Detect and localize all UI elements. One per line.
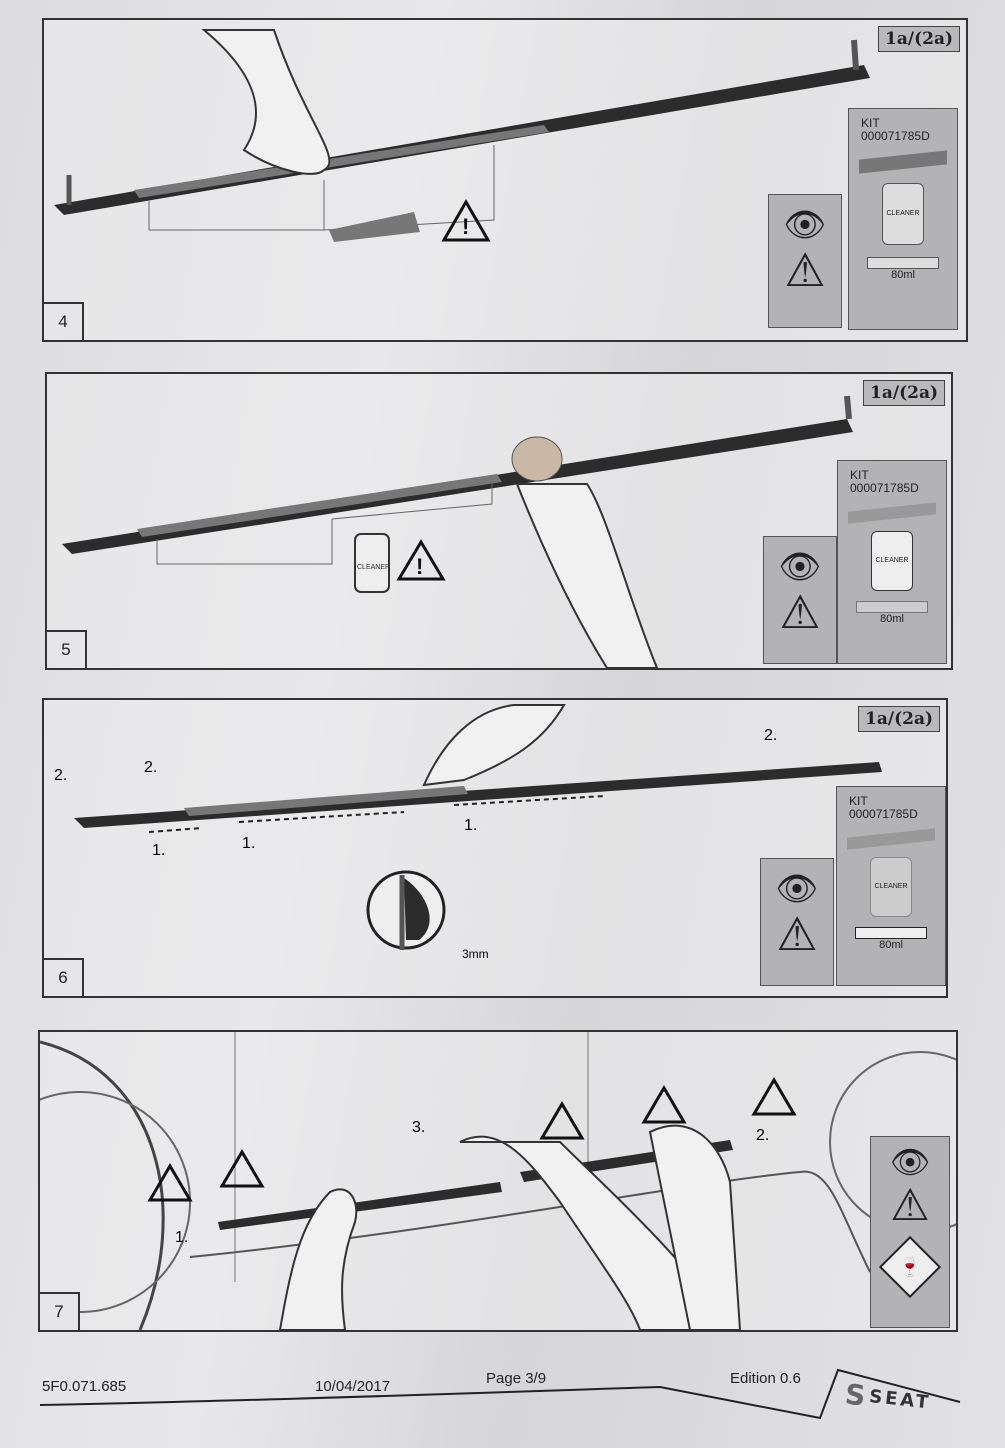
step-number: 6 <box>42 958 84 998</box>
step-number: 4 <box>42 302 84 342</box>
reference-label: 1a/(2a) <box>878 26 960 52</box>
eye-icon: 👁 <box>775 870 819 908</box>
kit-box: KIT 000071785D CLEANER 80ml <box>848 108 958 330</box>
step-5-illustration: CLEANER ! <box>62 395 853 668</box>
step-4-panel: ! 1a/(2a) 👁 ⚠ KIT 000071785D CLEANER 80m… <box>42 18 968 342</box>
cleaner-bottle-icon: CLEANER <box>870 857 912 917</box>
tube-volume: 80ml <box>879 939 903 951</box>
warning-icon: ⚠ <box>890 1181 930 1230</box>
step-label: 2. <box>764 727 777 744</box>
tube-volume: 80ml <box>891 269 915 281</box>
step-label: 1. <box>152 842 165 859</box>
reference-label: 1a/(2a) <box>863 380 945 406</box>
document-date: 10/04/2017 <box>315 1378 391 1395</box>
reference-label: 1a/(2a) <box>858 706 940 732</box>
kit-label: KIT <box>850 468 869 482</box>
kit-number: 000071785D <box>850 481 919 495</box>
brand-name: SEAT <box>868 1386 933 1414</box>
step-number: 5 <box>45 630 87 670</box>
step-label: 2. <box>756 1127 769 1144</box>
warning-icon: ⚠ <box>776 908 818 960</box>
step-label: 3. <box>412 1119 425 1136</box>
bottle-label: CLEANER <box>886 210 920 217</box>
step-label: 1. <box>175 1229 188 1246</box>
eye-icon: 👁 <box>778 548 822 586</box>
step-6-panel: 2. 2. 2. 1. 1. 1. 3mm 1a/(2a) 👁 ⚠ KIT 00… <box>42 698 948 998</box>
svg-text:!: ! <box>462 214 469 239</box>
svg-text:!: ! <box>416 554 423 579</box>
kit-label: KIT <box>861 116 880 130</box>
eye-icon: 👁 <box>889 1144 931 1180</box>
step-6-illustration: 2. 2. 2. 1. 1. 1. 3mm <box>54 704 882 961</box>
step-7-illustration: 1. 2. 3. <box>40 1032 956 1330</box>
kit-number: 000071785D <box>849 807 918 821</box>
kit-number: 000071785D <box>861 129 930 143</box>
gap-dimension: 3mm <box>462 947 489 961</box>
adhesive-tube-icon <box>867 257 939 269</box>
footer-line <box>39 1368 961 1420</box>
kit-box: KIT 000071785D CLEANER 80ml <box>837 460 947 664</box>
kit-box: KIT 000071785D CLEANER 80ml <box>836 786 946 986</box>
tube-volume: 80ml <box>880 613 904 625</box>
cleaning-cloth-icon <box>848 502 936 524</box>
step-label: 2. <box>54 767 67 784</box>
caution-box: 👁 ⚠ <box>763 536 837 664</box>
part-number: 5F0.071.685 <box>42 1378 127 1395</box>
step-7-panel: 1. 2. 3. 👁 ⚠ 🍷 7 <box>38 1030 958 1332</box>
kit-label: KIT <box>849 794 868 808</box>
step-label: 1. <box>464 817 477 834</box>
page-number: Page 3/9 <box>486 1370 547 1387</box>
adhesive-tube-icon <box>856 601 928 613</box>
step-number: 7 <box>38 1292 80 1332</box>
step-5-panel: CLEANER ! 1a/(2a) 👁 ⚠ KIT 000071785D CLE… <box>45 372 953 670</box>
cleaning-cloth-icon <box>847 828 935 850</box>
bottle-label: CLEANER <box>875 557 909 564</box>
seat-s-icon: S <box>843 1377 868 1413</box>
caution-box: 👁 ⚠ <box>760 858 834 986</box>
caution-box: 👁 ⚠ 🍷 <box>870 1136 950 1328</box>
cleaner-bottle-label: CLEANER <box>357 564 390 571</box>
fragile-icon: 🍷 <box>878 1235 942 1299</box>
cleaner-bottle-icon: CLEANER <box>882 183 924 245</box>
cleaner-bottle-icon: CLEANER <box>871 531 913 591</box>
warning-icon: ⚠ <box>779 586 821 638</box>
edition: Edition 0.6 <box>730 1370 801 1387</box>
step-4-illustration: ! <box>54 29 870 242</box>
warning-triangles <box>147 1077 797 1202</box>
step-label: 1. <box>242 835 255 852</box>
bottle-label: CLEANER <box>874 883 908 890</box>
step-label: 2. <box>144 759 157 776</box>
eye-icon: 👁 <box>783 206 827 244</box>
cleaning-cloth-icon <box>859 150 947 174</box>
warning-icon: ⚠ <box>784 244 826 296</box>
adhesive-tube-icon <box>855 927 927 939</box>
caution-box: 👁 ⚠ <box>768 194 842 328</box>
